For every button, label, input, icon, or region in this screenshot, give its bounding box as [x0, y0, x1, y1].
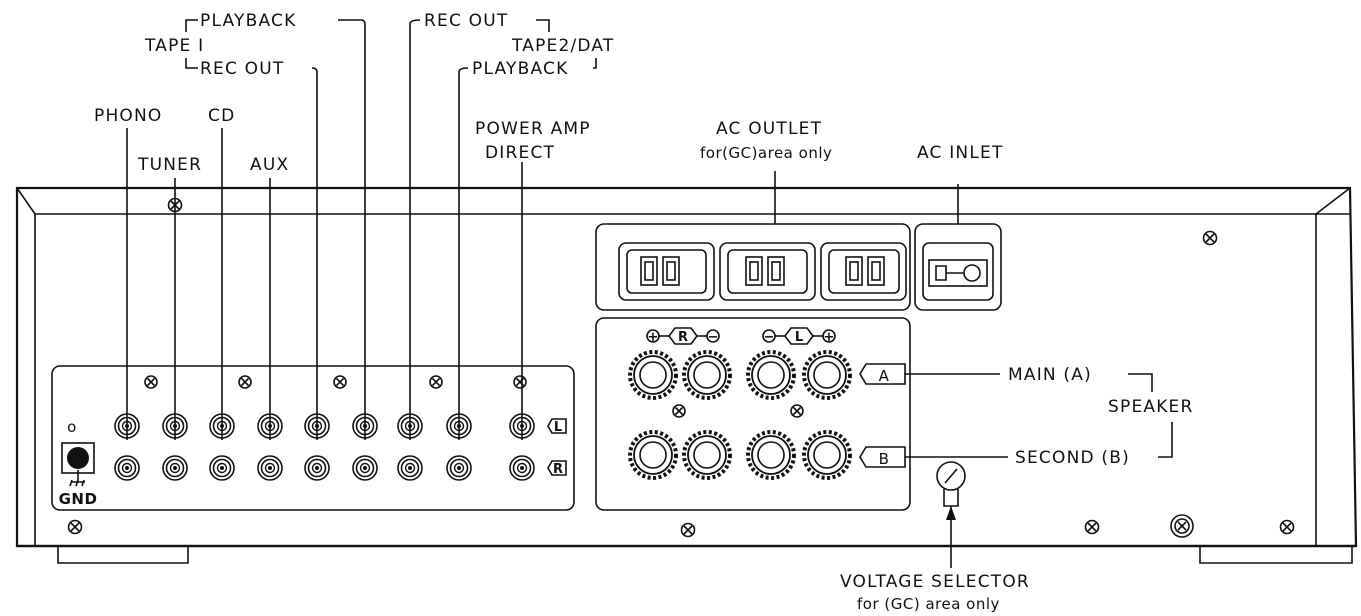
- rca-jack: [304, 455, 330, 481]
- ac-outlet-socket: [820, 242, 907, 301]
- rca-jack: [397, 455, 423, 481]
- label-tape1-rec-out: REC OUT: [200, 59, 284, 79]
- screw-icon: [790, 404, 804, 418]
- label-cd: CD: [208, 106, 235, 126]
- screw-icon: [429, 375, 443, 389]
- svg-text:−: −: [708, 330, 719, 345]
- speaker-a-tag: A: [859, 363, 906, 385]
- input-jack-panel: o GND: [51, 365, 575, 511]
- svg-text:+: +: [824, 330, 835, 345]
- rca-jack: [162, 455, 188, 481]
- chassis: [15, 186, 1358, 564]
- label-speaker: SPEAKER: [1108, 397, 1194, 417]
- label-tape2-rec-out: REC OUT: [424, 11, 508, 31]
- screw-icon: [238, 375, 252, 389]
- gnd-hole-label: o: [67, 418, 77, 436]
- label-aux: AUX: [250, 155, 289, 175]
- svg-text:R: R: [678, 330, 688, 345]
- svg-text:+: +: [648, 330, 659, 345]
- svg-text:L: L: [554, 420, 562, 435]
- label-tuner: TUNER: [137, 155, 202, 175]
- voltage-selector: [936, 461, 966, 568]
- channel-label-r: R: [547, 460, 567, 477]
- ac-inlet: [914, 223, 1002, 311]
- binding-post: [802, 430, 852, 480]
- rca-jacks: [114, 413, 535, 481]
- rca-jack: [209, 455, 235, 481]
- label-tape1: TAPE I: [144, 36, 204, 56]
- ac-outlet-socket: [618, 242, 715, 301]
- terminal-r-polarity: + R −: [646, 327, 720, 345]
- screw-icon: [1084, 519, 1100, 535]
- speaker-binding-posts: [628, 350, 852, 480]
- binding-post: [746, 350, 796, 400]
- rca-jack: [446, 455, 472, 481]
- binding-post: [802, 350, 852, 400]
- svg-text:B: B: [879, 450, 890, 468]
- label-power-amp: POWER AMP: [475, 119, 591, 139]
- label-tape1-playback: PLAYBACK: [200, 11, 296, 31]
- label-main-a: MAIN (A): [1008, 365, 1092, 385]
- svg-text:A: A: [879, 367, 890, 385]
- screw-icon: [672, 404, 686, 418]
- screw-icon: [333, 375, 347, 389]
- rca-jack: [257, 455, 283, 481]
- gnd-label: GND: [59, 490, 98, 508]
- label-tape2-playback: PLAYBACK: [472, 59, 568, 79]
- gnd-terminal: o GND: [59, 418, 98, 508]
- channel-label-l: L: [547, 418, 567, 435]
- leader-lines: [126, 19, 1173, 458]
- left-foot: [57, 546, 189, 564]
- label-phono: PHONO: [94, 106, 163, 126]
- screw-icon: [513, 375, 527, 389]
- screw-icon: [67, 519, 83, 535]
- terminal-l-polarity: − L +: [762, 327, 836, 345]
- label-voltage-selector-area: for (GC) area only: [857, 595, 1000, 613]
- label-ac-outlet: AC OUTLET: [716, 119, 822, 139]
- screws: [67, 197, 1295, 538]
- right-foot: [1199, 546, 1353, 564]
- binding-post: [682, 430, 732, 480]
- speaker-b-tag: B: [859, 446, 906, 468]
- ac-outlet-socket: [719, 242, 816, 301]
- ac-outlet-panel: [595, 223, 911, 311]
- binding-post: [682, 350, 732, 400]
- label-tape2-dat: TAPE2/DAT: [511, 36, 615, 56]
- label-direct: DIRECT: [485, 143, 555, 163]
- label-voltage-selector: VOLTAGE SELECTOR: [840, 572, 1030, 592]
- screw-icon: [1202, 230, 1218, 246]
- screw-icon: [1279, 519, 1295, 535]
- svg-text:L: L: [795, 330, 803, 345]
- label-ac-outlet-area: for(GC)area only: [700, 144, 832, 162]
- speaker-terminal-panel: + R − − L + A B: [595, 317, 911, 511]
- callout-labels: PHONO CD TUNER AUX TAPE I PLAYBACK REC O…: [94, 11, 1194, 613]
- screw-icon: [1170, 514, 1194, 538]
- rca-jack: [509, 455, 535, 481]
- rca-jack: [114, 455, 140, 481]
- binding-post: [628, 430, 678, 480]
- svg-text:−: −: [764, 330, 775, 345]
- binding-post: [746, 430, 796, 480]
- rca-jack: [352, 455, 378, 481]
- svg-text:R: R: [553, 462, 563, 477]
- screw-icon: [144, 375, 158, 389]
- binding-post: [628, 350, 678, 400]
- label-second-b: SECOND (B): [1015, 448, 1130, 468]
- label-ac-inlet: AC INLET: [917, 143, 1004, 163]
- screw-icon: [680, 522, 696, 538]
